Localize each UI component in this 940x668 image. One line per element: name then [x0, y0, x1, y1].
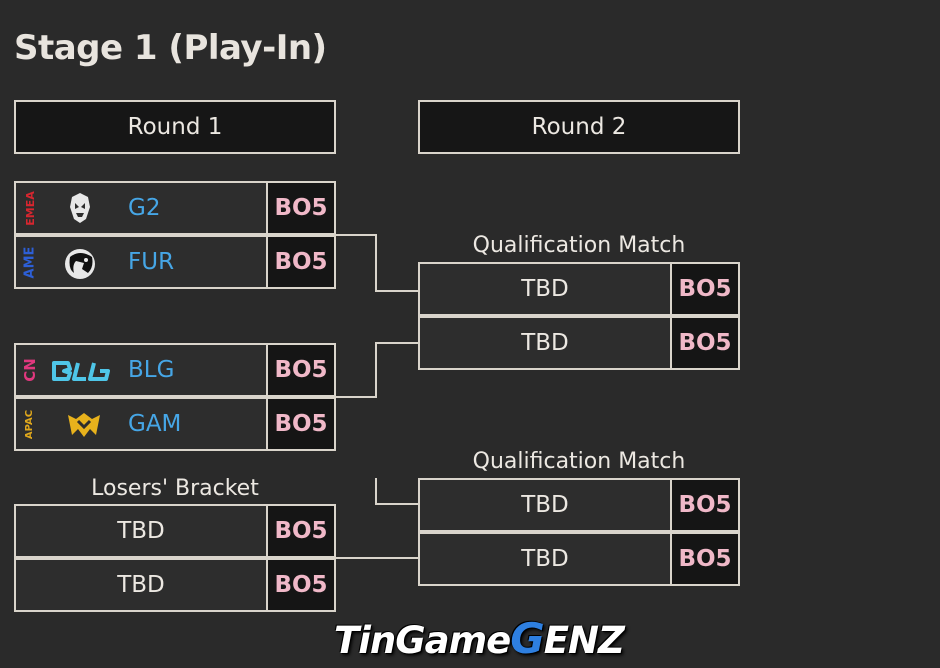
region-tag: APAC [22, 403, 38, 445]
best-of-badge: BO5 [670, 480, 738, 530]
region-label: APAC [24, 409, 36, 439]
qual1-row-2[interactable]: TBD BO5 [418, 316, 740, 370]
team-name: G2 [128, 195, 161, 221]
region-label: AME [22, 246, 38, 278]
best-of-badge: BO5 [266, 237, 334, 287]
blg-logo-icon [52, 361, 110, 381]
match-row-g2[interactable]: EMEA G2 BO5 [14, 181, 336, 235]
watermark-highlight: G [510, 614, 544, 663]
tbd-slot: TBD [117, 572, 165, 598]
best-of-badge: BO5 [266, 399, 334, 449]
watermark-logo: TinGameGENZ [334, 614, 625, 663]
connector-line [336, 234, 418, 292]
round-2-header: Round 2 [418, 100, 740, 154]
tbd-slot: TBD [117, 518, 165, 544]
region-tag: CN [21, 349, 39, 391]
qual2-row-2[interactable]: TBD BO5 [418, 532, 740, 586]
connector-line [375, 478, 418, 505]
qualification-match-label: Qualification Match [472, 233, 686, 258]
best-of-badge: BO5 [266, 560, 334, 610]
page-title: Stage 1 (Play-In) [14, 28, 327, 68]
connector-line [336, 342, 418, 398]
match-row-fur[interactable]: AME FUR BO5 [14, 235, 336, 289]
region-label: EMEA [23, 190, 37, 226]
losers-row-1[interactable]: TBD BO5 [14, 504, 336, 558]
tbd-slot: TBD [521, 276, 569, 302]
qualification-match-label: Qualification Match [472, 449, 686, 474]
best-of-badge: BO5 [266, 506, 334, 556]
region-tag: AME [22, 241, 38, 283]
qual2-row-1[interactable]: TBD BO5 [418, 478, 740, 532]
team-name: GAM [128, 411, 182, 437]
watermark-prefix: TinGame [334, 619, 511, 662]
match-row-gam[interactable]: APAC GAM BO5 [14, 397, 336, 451]
best-of-badge: BO5 [670, 264, 738, 314]
tbd-slot: TBD [521, 492, 569, 518]
best-of-badge: BO5 [670, 318, 738, 368]
best-of-badge: BO5 [670, 534, 738, 584]
match-row-blg[interactable]: CN BLG BO5 [14, 343, 336, 397]
team-name: FUR [128, 249, 175, 275]
region-label: CN [21, 358, 39, 382]
best-of-badge: BO5 [266, 183, 334, 233]
watermark-suffix: ENZ [543, 619, 625, 662]
losers-bracket-label: Losers' Bracket [91, 476, 259, 501]
tbd-slot: TBD [521, 330, 569, 356]
region-tag: EMEA [22, 187, 38, 229]
team-name: BLG [128, 357, 175, 383]
best-of-badge: BO5 [266, 345, 334, 395]
qual1-row-1[interactable]: TBD BO5 [418, 262, 740, 316]
gam-logo-icon [68, 413, 100, 437]
panther-icon [65, 249, 95, 279]
round-1-header: Round 1 [14, 100, 336, 154]
losers-row-2[interactable]: TBD BO5 [14, 558, 336, 612]
tbd-slot: TBD [521, 546, 569, 572]
g2-samurai-icon [70, 193, 90, 223]
